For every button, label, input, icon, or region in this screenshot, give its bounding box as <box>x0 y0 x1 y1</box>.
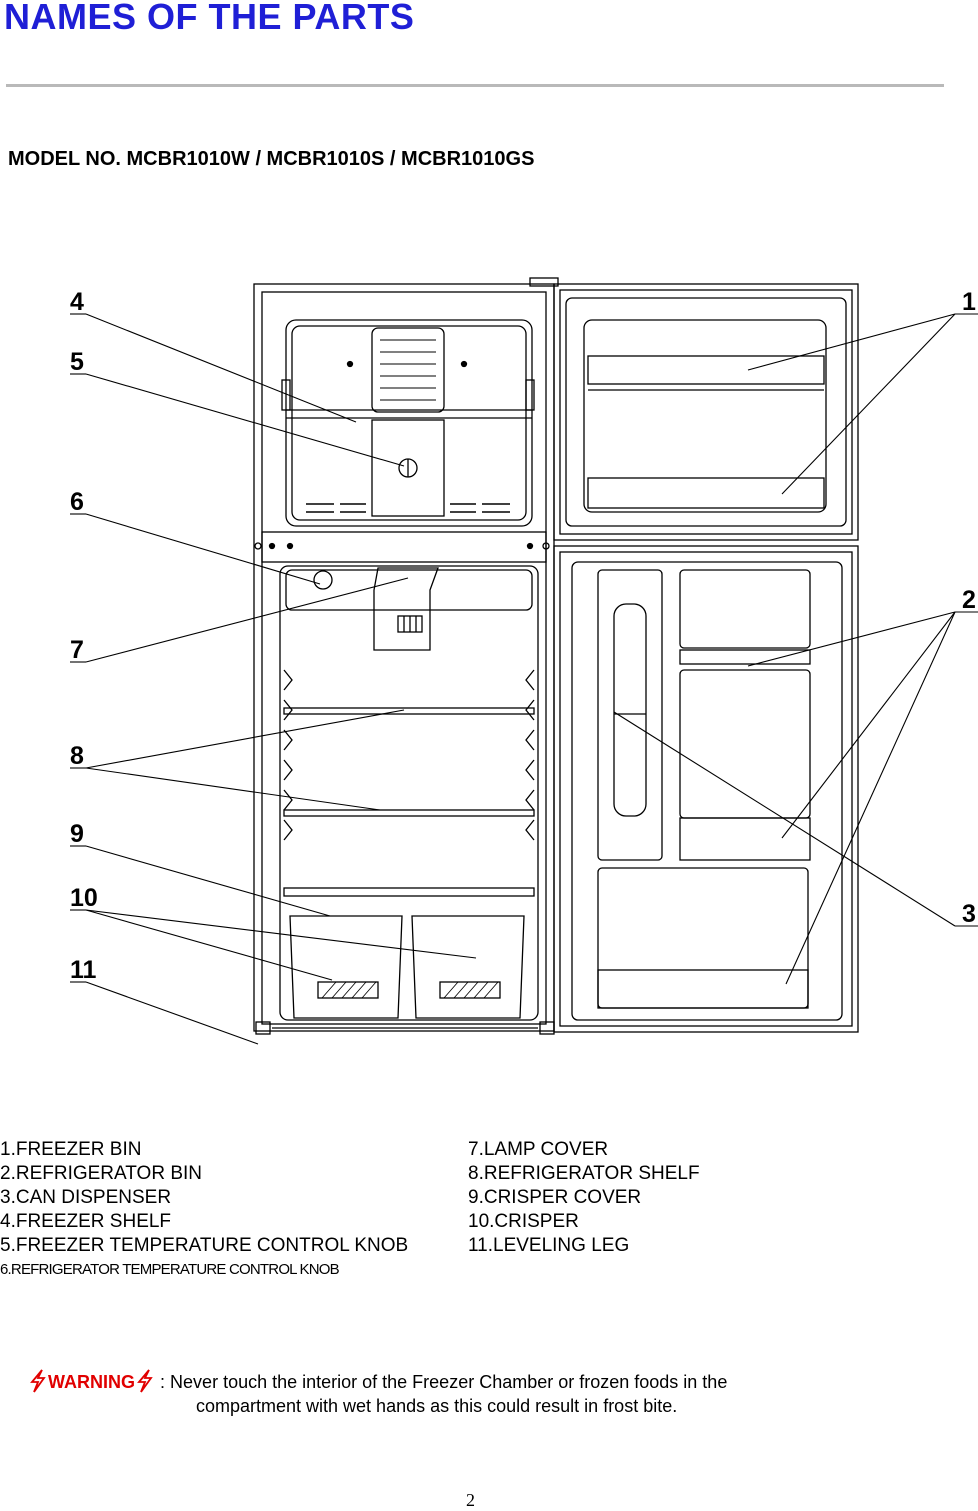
title-divider <box>6 84 944 87</box>
callout-4: 4 <box>70 288 84 316</box>
warning-text-line-2: compartment with wet hands as this could… <box>196 1396 678 1416</box>
part-item: 6.REFRIGERATOR TEMPERATURE CONTROL KNOB <box>0 1261 340 1278</box>
part-item: 7.LAMP COVER <box>468 1139 609 1160</box>
callout-leader-lines <box>70 313 978 1045</box>
warning-notice: WARNING : Never touch the interior of th… <box>8 1368 908 1418</box>
warning-label: WARNING <box>48 1372 135 1392</box>
page-title: NAMES OF THE PARTS <box>4 0 415 37</box>
callout-1: 1 <box>962 288 976 316</box>
warning-line-1: WARNING : Never touch the interior of th… <box>8 1368 908 1394</box>
part-item: 8.REFRIGERATOR SHELF <box>468 1163 700 1184</box>
callout-7: 7 <box>70 636 84 664</box>
part-item: 5.FREEZER TEMPERATURE CONTROL KNOB <box>0 1235 409 1256</box>
part-item: 10.CRISPER <box>468 1211 579 1232</box>
callout-2: 2 <box>962 586 976 614</box>
callout-3: 3 <box>962 900 976 928</box>
part-item: 9.CRISPER COVER <box>468 1187 642 1208</box>
warning-text-line-1: Never touch the interior of the Freezer … <box>170 1372 728 1392</box>
callout-9: 9 <box>70 820 84 848</box>
callout-6: 6 <box>70 488 84 516</box>
callout-5: 5 <box>70 348 84 376</box>
part-item: 1.FREEZER BIN <box>0 1139 142 1160</box>
part-item: 4.FREEZER SHELF <box>0 1211 172 1232</box>
page-number: 2 <box>466 1490 475 1510</box>
callout-10: 10 <box>70 884 98 912</box>
lightning-icon <box>30 1369 46 1393</box>
callout-numbers: 1 2 3 4 5 6 7 8 9 10 11 <box>70 288 976 984</box>
refrigerator-parts-diagram: 1 2 3 4 5 6 7 8 9 10 11 <box>70 277 978 1045</box>
freezer-door <box>553 283 859 541</box>
part-item: 2.REFRIGERATOR BIN <box>0 1163 202 1184</box>
warning-separator: : <box>160 1372 166 1392</box>
cabinet-body <box>253 277 559 1035</box>
model-number: MODEL NO. MCBR1010W / MCBR1010S / MCBR10… <box>8 148 535 170</box>
lightning-icon <box>137 1369 153 1393</box>
part-item: 11.LEVELING LEG <box>468 1235 630 1256</box>
part-item: 3.CAN DISPENSER <box>0 1187 172 1208</box>
parts-list-right-column: 7.LAMP COVER 8.REFRIGERATOR SHELF 9.CRIS… <box>468 1138 768 1258</box>
fridge-door <box>553 545 859 1033</box>
parts-list-left-column: 1.FREEZER BIN 2.REFRIGERATOR BIN 3.CAN D… <box>0 1138 470 1282</box>
callout-8: 8 <box>70 742 84 770</box>
callout-11: 11 <box>70 956 97 984</box>
